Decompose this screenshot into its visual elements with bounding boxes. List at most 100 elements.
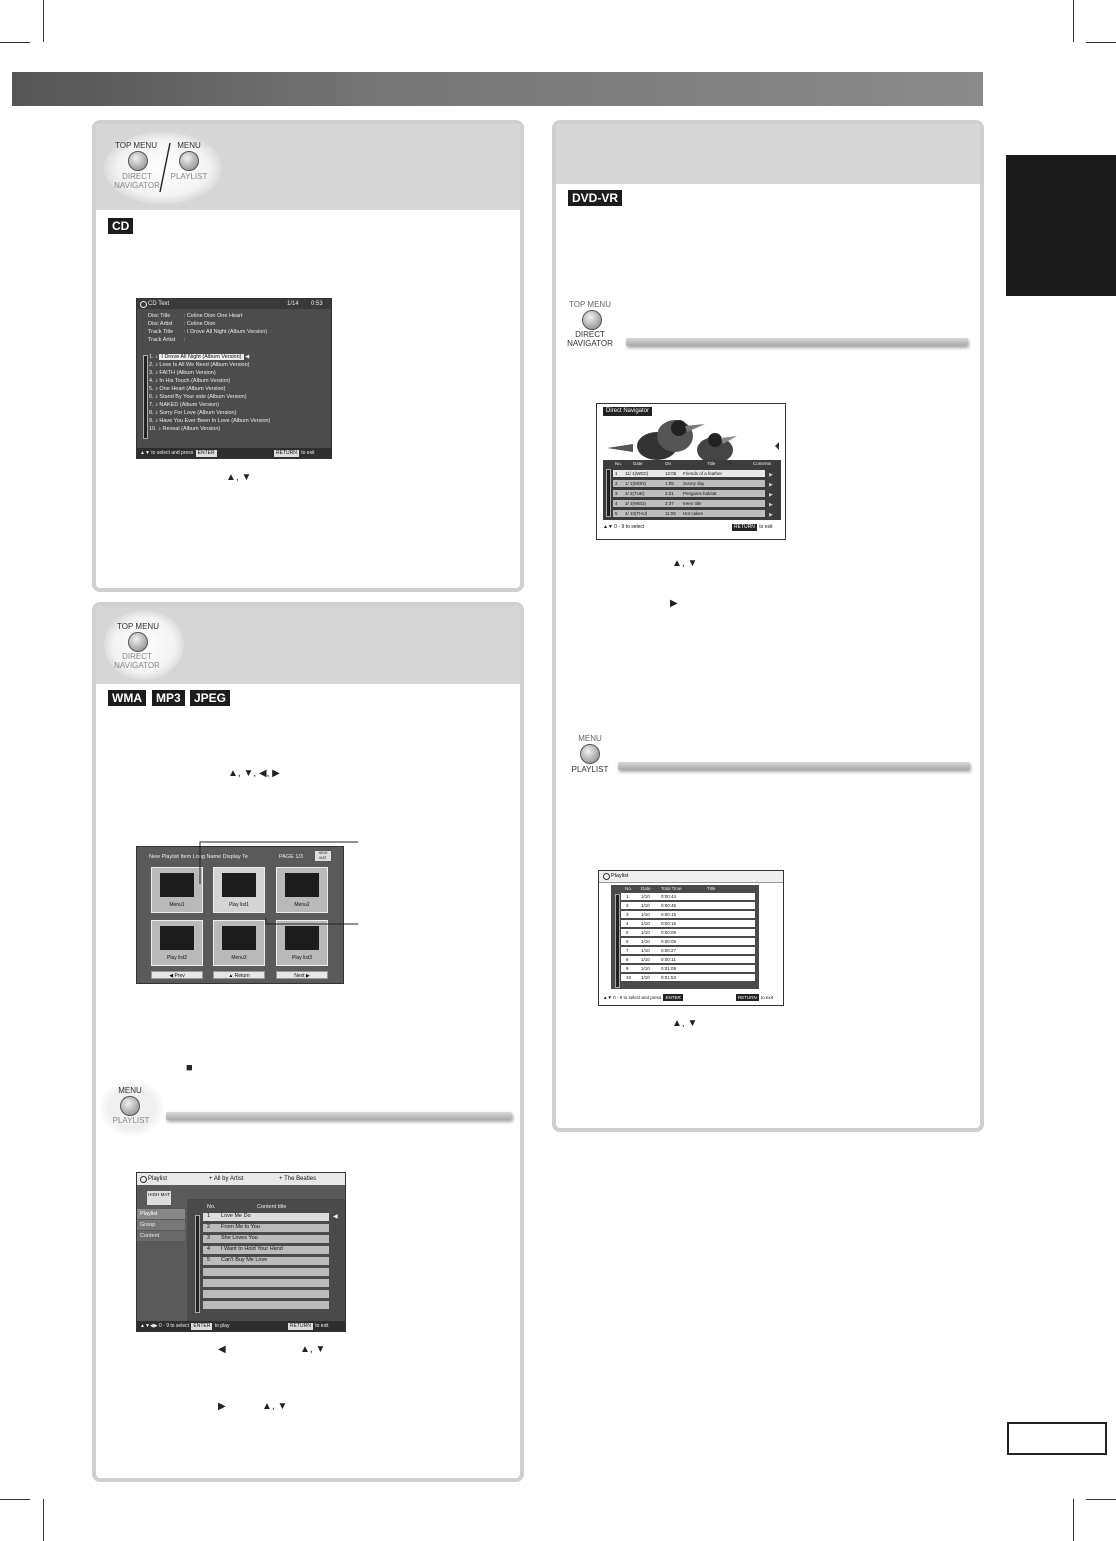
col-title: Title bbox=[707, 461, 716, 466]
track-row[interactable]: 2. ♪ Love Is All We Need (Album Version) bbox=[149, 362, 250, 369]
panel-header bbox=[556, 124, 980, 184]
row-no: 1 bbox=[207, 1213, 211, 1219]
direction-arrows: ▲, ▼, ◀, ▶ bbox=[228, 768, 280, 779]
playlist-item[interactable]: Play list1 bbox=[213, 867, 265, 913]
dvd-vr-panel: DVD-VR TOP MENU DIRECT NAVIGATOR Direct … bbox=[552, 120, 984, 1132]
note-icon: ♪ bbox=[155, 378, 158, 384]
col-no: No. bbox=[625, 886, 633, 891]
highmat-logo: HIGH MAT bbox=[315, 851, 331, 861]
elapsed-time: 0:53 bbox=[311, 301, 323, 307]
contents-arrows: ▶▶▶▶▶ bbox=[769, 472, 773, 518]
row-date: 1/10 bbox=[641, 903, 650, 908]
menu-button[interactable] bbox=[179, 151, 199, 171]
track-row[interactable]: 9. ♪ Have You Ever Been In Love (Album V… bbox=[149, 418, 270, 425]
menu-button[interactable] bbox=[120, 1096, 140, 1116]
prev-button[interactable]: ◀ Prev bbox=[151, 971, 203, 979]
track-title: Reveal (Album Version) bbox=[162, 426, 221, 432]
track-row[interactable]: 8. ♪ Sorry For Love (Album Version) bbox=[149, 410, 236, 417]
thumb-image bbox=[160, 873, 194, 897]
track-row[interactable]: 5. ♪ One Heart (Album Version) bbox=[149, 386, 225, 393]
menu-label: MENU bbox=[578, 734, 602, 743]
highmat-menu-screen: New Playlist Item Long Name Display Te P… bbox=[136, 846, 344, 984]
scrollbar[interactable] bbox=[195, 1215, 200, 1313]
direction-keys-icon: ▲▼◀▶ 0 - 9 bbox=[140, 1323, 169, 1329]
screen-title: CD Text bbox=[148, 301, 170, 307]
top-menu-button[interactable] bbox=[128, 151, 148, 171]
row-time: 0:00:05 bbox=[661, 939, 677, 944]
menu-button[interactable] bbox=[580, 744, 600, 764]
menu-item[interactable]: Menu3 bbox=[213, 920, 265, 966]
direct-navigator-label: DIRECT NAVIGATOR bbox=[114, 172, 160, 190]
up-down-arrows: ▲, ▼ bbox=[672, 1018, 698, 1029]
track-num: 8. bbox=[149, 410, 154, 416]
section-heading-bar bbox=[618, 762, 970, 770]
up-down-arrows: ▲, ▼ bbox=[672, 558, 698, 569]
select-keys-icon: ▲▼ 0 - 9 bbox=[603, 524, 625, 530]
row-no: 8 bbox=[626, 957, 629, 962]
menu-item[interactable]: Menu2 bbox=[276, 867, 328, 913]
scrollbar[interactable] bbox=[143, 355, 148, 439]
row-title: Penguins habitat bbox=[683, 491, 717, 496]
penguin-thumbnail bbox=[607, 420, 779, 462]
track-row[interactable]: 1. ♪ I Drove All Night (Album Version) ◀ bbox=[149, 354, 249, 361]
top-menu-label: TOP MENU bbox=[117, 622, 159, 631]
side-menu-playlist[interactable]: Playlist bbox=[137, 1209, 185, 1219]
row-time: 12:05 bbox=[665, 471, 677, 476]
col-contents: Contents bbox=[753, 461, 772, 466]
row-title: From Me to You bbox=[221, 1224, 260, 1230]
field-label: Disc Title bbox=[148, 313, 171, 319]
scrollbar[interactable] bbox=[606, 469, 611, 517]
menu-header: New Playlist Item Long Name Display Te bbox=[149, 854, 248, 860]
mp3-tag: MP3 bbox=[152, 690, 185, 706]
side-menu-content[interactable]: Content bbox=[137, 1231, 185, 1241]
track-row[interactable]: 7. ♪ NAKED (Album Version) bbox=[149, 402, 219, 409]
track-row[interactable]: 6. ♪ Stand By Your side (Album Version) bbox=[149, 394, 247, 401]
row-time: 0:00:15 bbox=[661, 912, 677, 917]
next-button[interactable]: Next ▶ bbox=[276, 971, 328, 979]
track-row[interactable]: 4. ♪ In His Touch (Album Version) bbox=[149, 378, 230, 385]
track-num: 3. bbox=[149, 370, 154, 376]
scrollbar[interactable] bbox=[615, 894, 620, 988]
row-no: 1 bbox=[615, 471, 618, 476]
playlist-item[interactable]: Play list2 bbox=[151, 920, 203, 966]
top-menu-button[interactable] bbox=[582, 310, 602, 330]
field-label: Track Title bbox=[148, 329, 174, 335]
right-arrow: ▶ bbox=[670, 598, 678, 609]
track-row[interactable]: 3. ♪ FAITH (Album Version) bbox=[149, 370, 216, 377]
side-menu-group[interactable]: Group bbox=[137, 1220, 185, 1230]
row-title: She Loves You bbox=[221, 1235, 258, 1241]
top-menu-button[interactable] bbox=[128, 632, 148, 652]
return-button[interactable]: ▲ Return bbox=[213, 971, 265, 979]
row-time: 0:00:15 bbox=[661, 921, 677, 926]
note-icon: ♪ bbox=[158, 426, 161, 432]
track-title: Have You Ever Been In Love (Album Versio… bbox=[159, 418, 271, 424]
row-no: 4 bbox=[615, 501, 618, 506]
breadcrumb-artist: + All by Artist bbox=[209, 1176, 244, 1182]
empty-row bbox=[203, 1268, 329, 1276]
playlist-item[interactable]: Play list3 bbox=[276, 920, 328, 966]
menu-item[interactable]: Menu1 bbox=[151, 867, 203, 913]
row-time: 2:21 bbox=[665, 491, 674, 496]
track-row[interactable]: 10. ♪ Reveal (Album Version) bbox=[149, 426, 220, 433]
info-field: Disc Title: Celine Dion One Heart bbox=[148, 313, 242, 320]
